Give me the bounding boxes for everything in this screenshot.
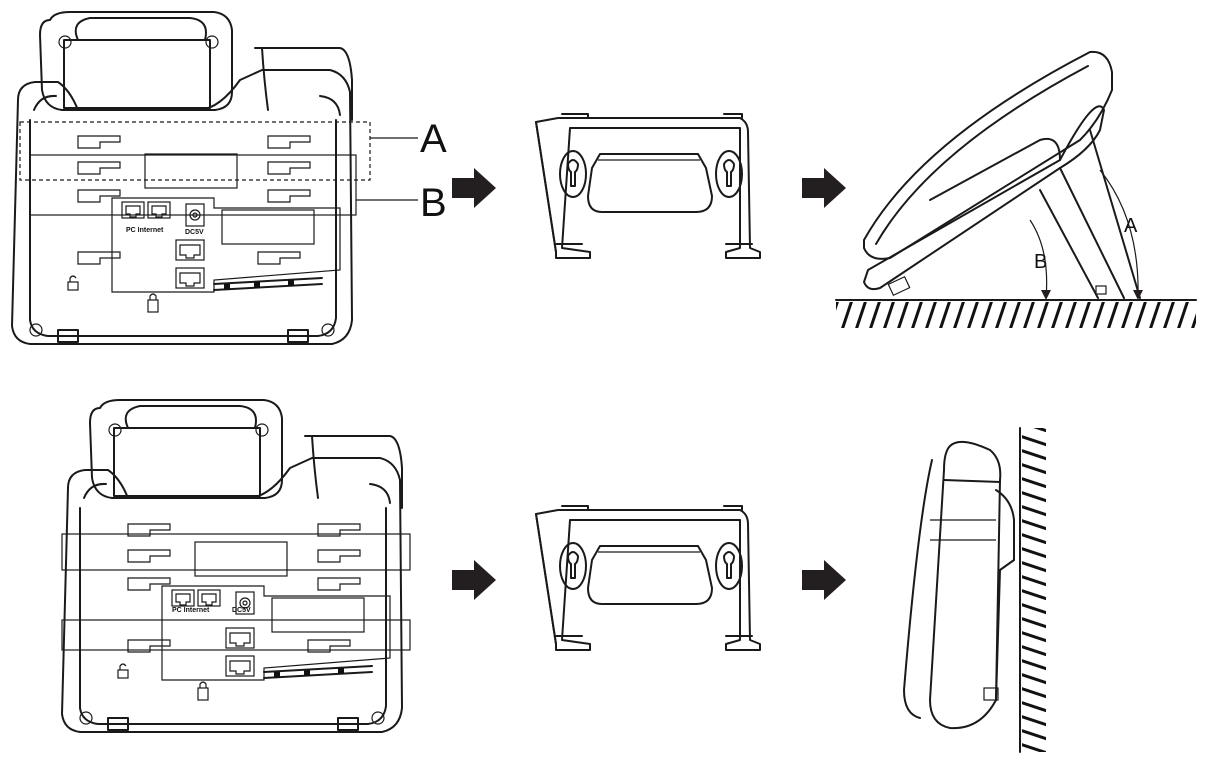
port-label-dc: DC5V <box>232 607 251 614</box>
phone-wall-side-view <box>903 440 1015 730</box>
arrow-right-icon <box>802 560 846 600</box>
phone-back-bottom <box>61 399 411 733</box>
label-b-side: B <box>1034 251 1047 273</box>
arrow-right-icon <box>452 560 496 600</box>
phone-back-top <box>11 11 418 345</box>
label-b-top: B <box>420 181 447 225</box>
phone-desk-side-view <box>863 50 1141 299</box>
port-label-pc-internet: PC Internet <box>172 607 210 614</box>
label-a-side: A <box>1124 215 1138 237</box>
stand-bracket-bottom <box>535 505 761 651</box>
desk-surface <box>836 302 1196 328</box>
arrow-right-icon <box>452 168 496 208</box>
port-label-dc: DC5V <box>185 229 204 236</box>
port-label-pc-internet: PC Internet <box>126 227 164 234</box>
arrow-right-icon <box>802 168 846 208</box>
label-a-top: A <box>420 117 447 161</box>
stand-bracket-top <box>535 113 761 259</box>
wall-surface <box>1022 428 1046 752</box>
